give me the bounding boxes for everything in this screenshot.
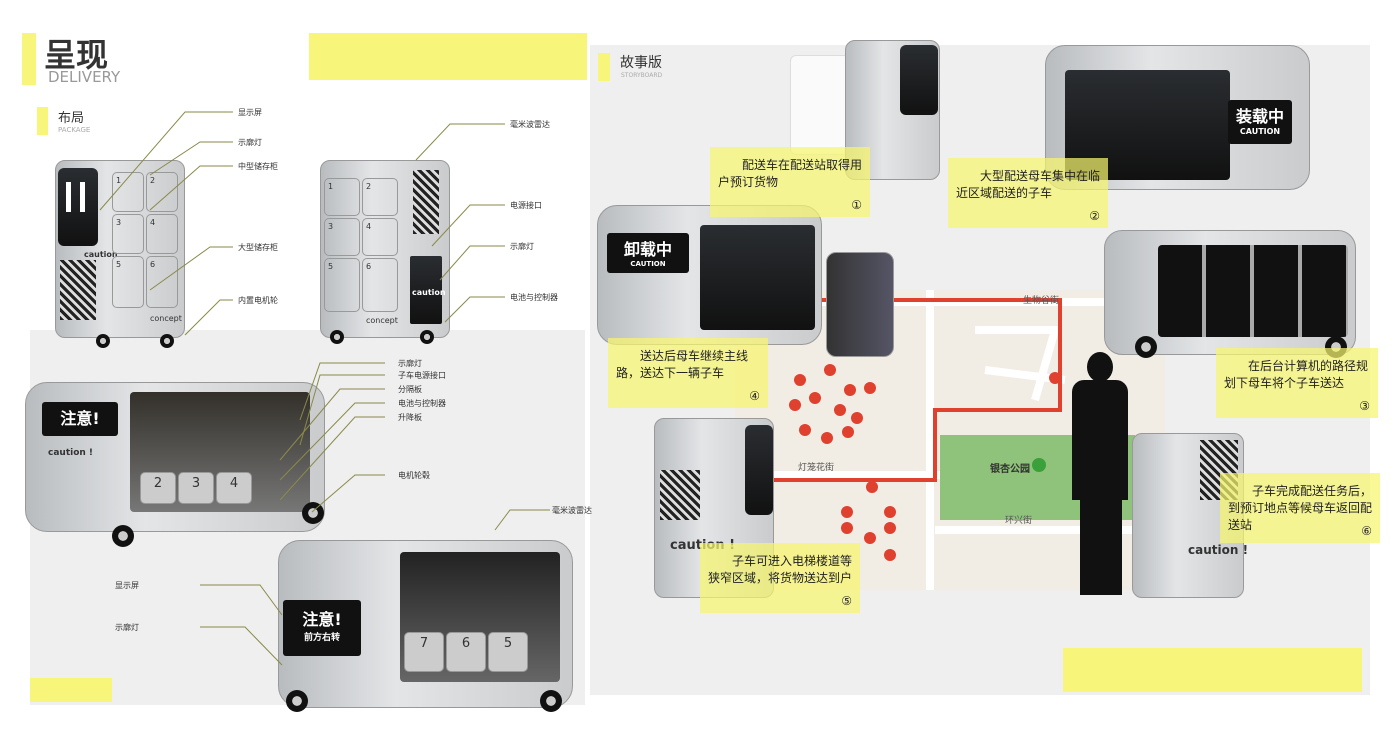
storyboard-title: 故事版: [620, 55, 662, 71]
label-battery: 电池与控制器: [510, 293, 558, 302]
label-motor-wheel: 内置电机轮: [238, 296, 278, 305]
label-marker-light: 示廓灯: [115, 623, 139, 632]
park-label: 银杏公园: [990, 464, 1030, 475]
street-label: 环兴街: [1005, 516, 1033, 526]
label-lift-plate: 升降板: [398, 413, 422, 422]
storyboard-accent-bar: [598, 53, 610, 81]
yellow-banner-bottom: [1063, 648, 1362, 692]
warning-sign: 注意! 前方右转: [283, 600, 361, 656]
label-sub-power-port: 子车电源接口: [398, 371, 446, 380]
storyboard-subtitle: STORYBOARD: [621, 72, 663, 79]
yellow-banner: [309, 33, 587, 80]
label-display: 显示屏: [115, 581, 139, 590]
label-radar: 毫米波雷达: [510, 120, 550, 129]
label-large-locker: 大型储存柜: [238, 243, 278, 252]
label-battery: 电池与控制器: [398, 399, 446, 408]
label-marker-light: 示廓灯: [510, 242, 534, 251]
title-accent-bar: [22, 33, 36, 85]
street-label: 生物谷街: [1023, 296, 1060, 306]
label-marker-light: 示廓灯: [238, 138, 262, 147]
section-accent-bar: [37, 107, 48, 135]
section-subtitle: PACKAGE: [58, 126, 91, 134]
page-title: 呈现: [44, 36, 109, 74]
callout-lines: [99, 111, 550, 666]
label-display: 显示屏: [238, 108, 262, 117]
label-marker-light: 示廓灯: [398, 359, 422, 368]
label-hub-motor: 电机轮毂: [398, 471, 430, 480]
location-pin-icons: [789, 364, 1061, 561]
page-subtitle: DELIVERY: [48, 68, 121, 86]
section-title: 布局: [58, 111, 85, 126]
yellow-banner-small: [30, 678, 112, 702]
label-divider: 分隔板: [398, 385, 422, 394]
label-power-port: 电源接口: [510, 201, 542, 210]
label-medium-locker: 中型储存柜: [238, 162, 278, 171]
street-label: 灯笼花街: [798, 463, 835, 473]
label-radar: 毫米波雷达: [552, 506, 592, 515]
